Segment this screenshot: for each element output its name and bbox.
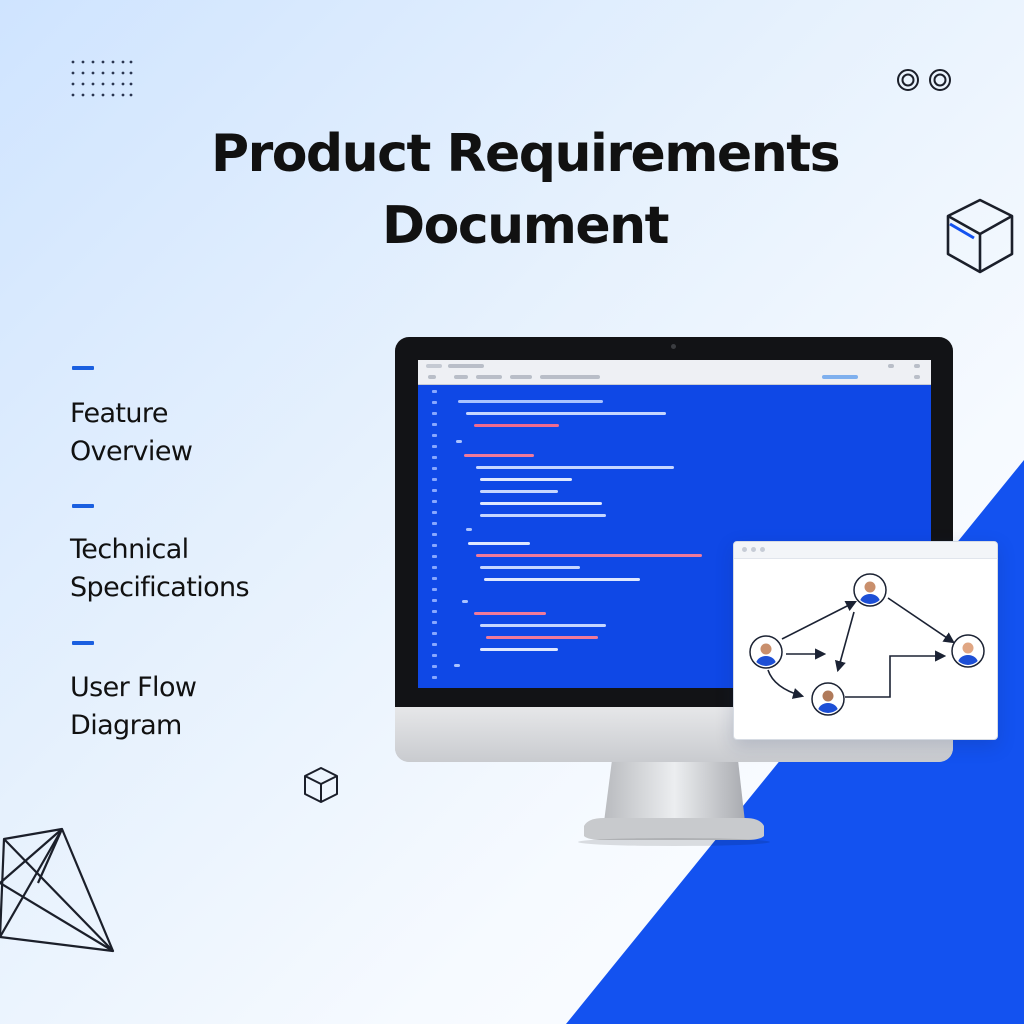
section-label-line: Diagram [70, 710, 182, 741]
user-avatar-icon [951, 634, 985, 668]
section-label-line: User Flow [70, 672, 197, 703]
section-label-line: Specifications [70, 572, 250, 603]
user-avatar-icon [811, 682, 845, 716]
section-divider [72, 504, 94, 508]
user-flow-window [733, 541, 998, 740]
window-control-icon [742, 547, 747, 552]
page-title-line-1: Product Requirements [210, 124, 841, 184]
cube-icon [946, 198, 1014, 274]
section-technical-specifications: Technical Specifications [70, 531, 330, 607]
section-label-line: Technical [70, 534, 189, 565]
section-label-line: Feature [70, 398, 168, 429]
user-flow-diagram [749, 573, 985, 716]
window-titlebar [734, 542, 997, 559]
user-avatar-icon [749, 635, 783, 669]
polyhedron-wireframe-icon [0, 827, 115, 953]
page-title-line-2: Document [381, 196, 670, 256]
page-title: Product Requirements Document [150, 118, 900, 262]
section-label-line: Overview [70, 436, 193, 467]
code-lines [418, 384, 931, 688]
user-avatar-icon [853, 573, 887, 607]
cube-icon [304, 767, 338, 803]
dot-grid-icon [71, 60, 133, 97]
camera-icon [671, 344, 676, 349]
editor-toolbar [418, 360, 931, 385]
section-divider [72, 366, 94, 370]
section-divider [72, 641, 94, 645]
window-control-icon [751, 547, 756, 552]
section-user-flow-diagram: User Flow Diagram [70, 669, 330, 745]
window-control-icon [760, 547, 765, 552]
section-feature-overview: Feature Overview [70, 395, 330, 471]
double-ring-icon [897, 69, 951, 91]
